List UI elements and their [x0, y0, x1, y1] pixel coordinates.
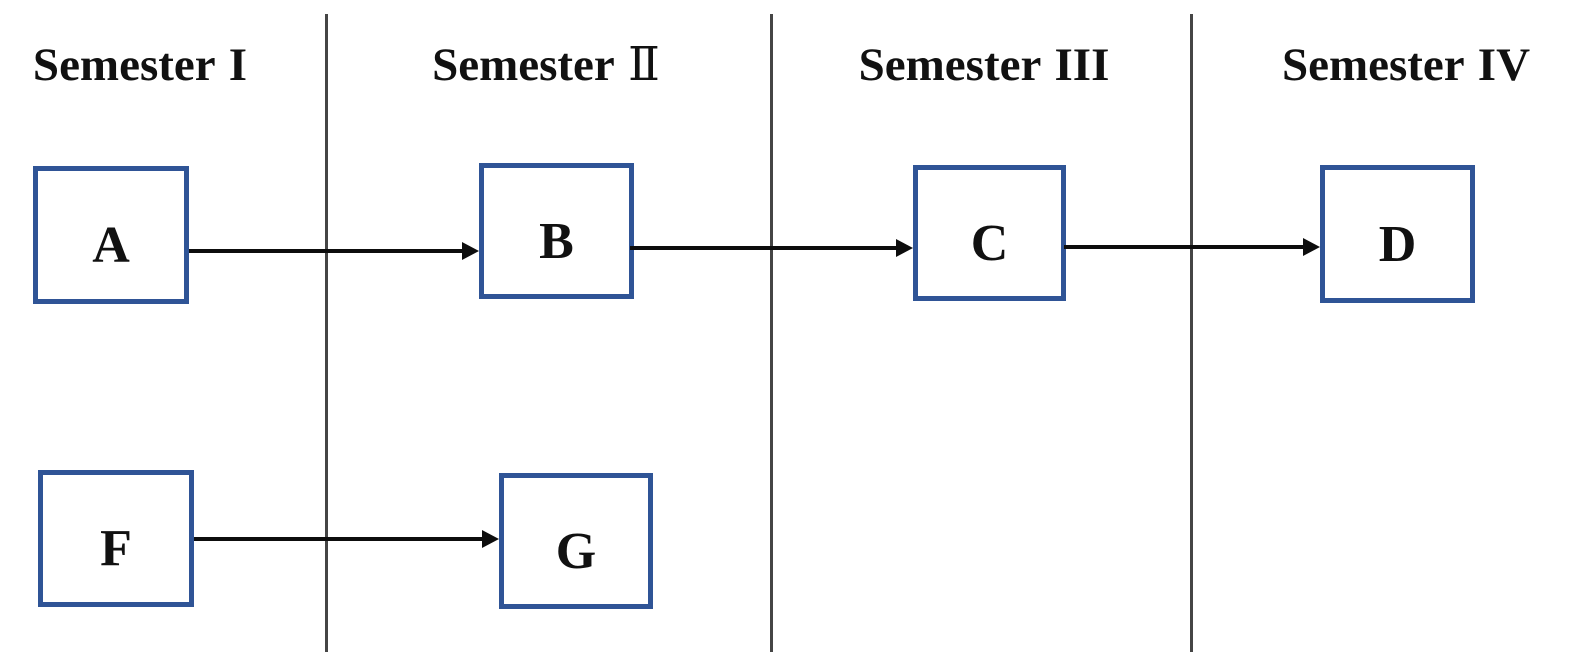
column-header-word: Semester — [858, 39, 1042, 91]
arrow-f-to-g-icon — [194, 530, 499, 548]
node-box-a: A — [33, 166, 189, 304]
column-header-numeral: Ⅱ — [627, 39, 660, 91]
arrow-b-to-c-icon — [630, 239, 913, 257]
arrowhead-icon — [482, 530, 499, 548]
column-header-word: Semester — [432, 39, 615, 91]
arrow-a-to-b-icon — [189, 242, 479, 260]
arrowhead-icon — [896, 239, 913, 257]
column-header-numeral: IV — [1477, 39, 1531, 91]
arrowhead-icon — [1303, 238, 1320, 256]
column-header-word: Semester — [1281, 39, 1465, 91]
arrow-c-to-d-icon — [1064, 238, 1320, 256]
column-header-word: Semester — [32, 39, 216, 91]
column-divider-1 — [325, 14, 328, 652]
node-box-c: C — [913, 165, 1066, 301]
column-header-numeral: III — [1054, 39, 1110, 91]
node-box-f: F — [38, 470, 194, 607]
column-divider-2 — [770, 14, 773, 652]
column-divider-3 — [1190, 14, 1193, 652]
node-box-b: B — [479, 163, 634, 299]
arrowhead-icon — [462, 242, 479, 260]
node-box-g: G — [499, 473, 653, 609]
node-box-d: D — [1320, 165, 1475, 303]
column-header-numeral: I — [228, 39, 248, 91]
